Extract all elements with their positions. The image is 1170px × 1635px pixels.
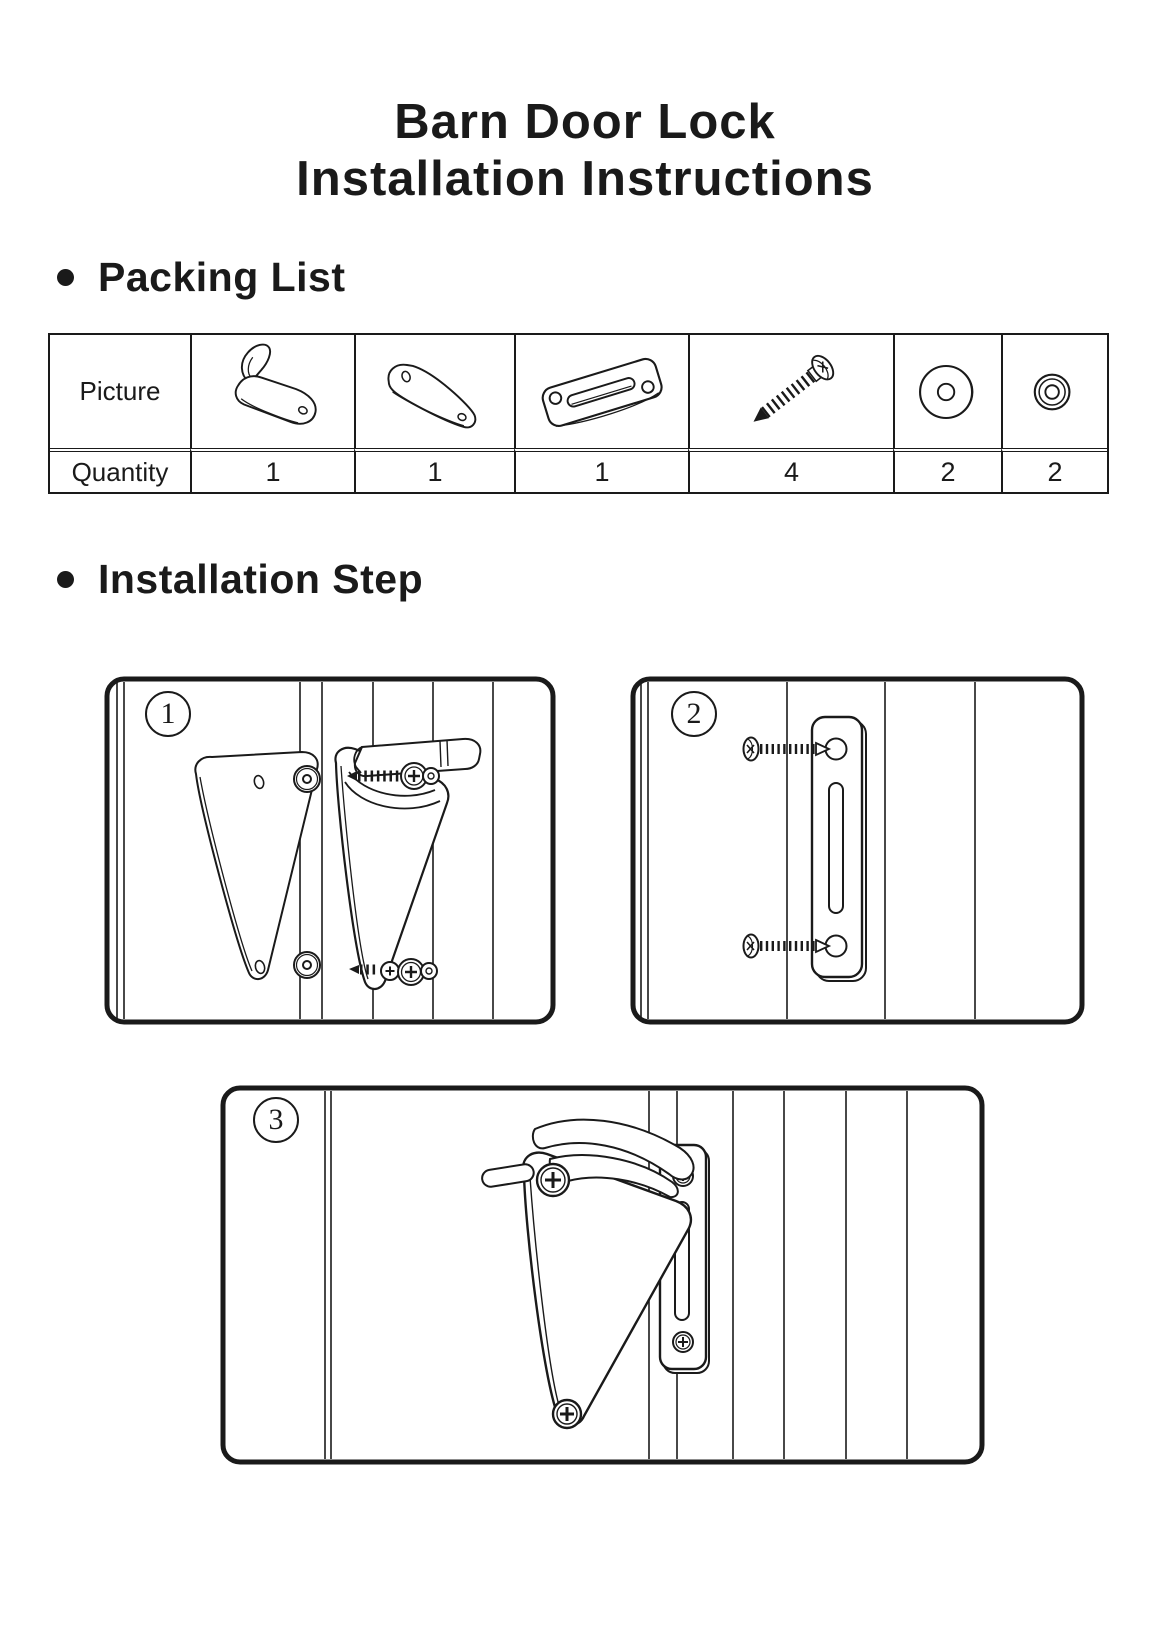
screw-icon — [752, 354, 834, 422]
door-plank-lines — [640, 682, 976, 1019]
part-picture-cell — [893, 335, 1001, 448]
large-washer-icon — [919, 364, 974, 419]
bottom-screw — [349, 958, 438, 986]
latch-lever-shape — [353, 737, 482, 778]
picture-row-header: Picture — [50, 335, 190, 448]
step1-illustration — [104, 676, 556, 1025]
part-picture-cell — [514, 335, 688, 448]
door-panel-border — [220, 1085, 985, 1465]
installation-step-heading-label: Installation Step — [98, 556, 424, 602]
bottom-screw — [551, 1398, 583, 1430]
back-plate-icon — [387, 363, 477, 428]
door-panel-border — [104, 676, 556, 1025]
packing-list-heading: Packing List — [57, 254, 346, 301]
latch-lever-shape — [531, 1118, 695, 1181]
strike-plate-shape — [810, 715, 867, 982]
bullet-icon — [57, 571, 74, 588]
quantity-value: 2 — [893, 448, 1001, 492]
quantity-value: 2 — [1001, 448, 1107, 492]
packing-list-heading-label: Packing List — [98, 254, 346, 300]
pivot-screw — [347, 762, 440, 790]
step3-illustration — [220, 1085, 985, 1465]
step-number-badge: 2 — [671, 691, 717, 737]
pivot-screw — [535, 1162, 571, 1198]
step-number: 3 — [268, 1103, 284, 1136]
installation-step-heading: Installation Step — [57, 556, 423, 603]
strike-plate-icon — [541, 357, 663, 427]
bullet-icon — [57, 269, 74, 286]
spacer-washers — [293, 765, 321, 979]
step-number: 1 — [160, 697, 176, 730]
door-panel-border — [630, 676, 1085, 1025]
step-number-badge: 1 — [145, 691, 191, 737]
quantity-row-header: Quantity — [50, 448, 190, 492]
mounting-screw — [742, 736, 832, 762]
quantity-value: 4 — [688, 448, 893, 492]
page-title: Barn Door Lock Installation Instructions — [0, 94, 1170, 208]
mounting-screw — [742, 933, 832, 959]
page-title-line1: Barn Door Lock — [394, 95, 776, 149]
part-picture-cell — [1001, 335, 1107, 448]
step-number: 2 — [686, 697, 702, 730]
part-picture-cell — [688, 335, 893, 448]
lock-body-slot — [481, 1163, 535, 1188]
step2-illustration — [630, 676, 1085, 1025]
quantity-value: 1 — [190, 448, 354, 492]
small-washer-icon — [1033, 373, 1071, 410]
part-picture-cell — [190, 335, 354, 448]
step-number-badge: 3 — [253, 1097, 299, 1143]
back-plate-shape — [194, 750, 319, 980]
part-picture-cell — [354, 335, 514, 448]
quantity-value: 1 — [514, 448, 688, 492]
lock-body-icon — [234, 343, 317, 425]
packing-table: Picture — [48, 333, 1109, 494]
quantity-value: 1 — [354, 448, 514, 492]
page-title-line2: Installation Instructions — [296, 152, 874, 206]
